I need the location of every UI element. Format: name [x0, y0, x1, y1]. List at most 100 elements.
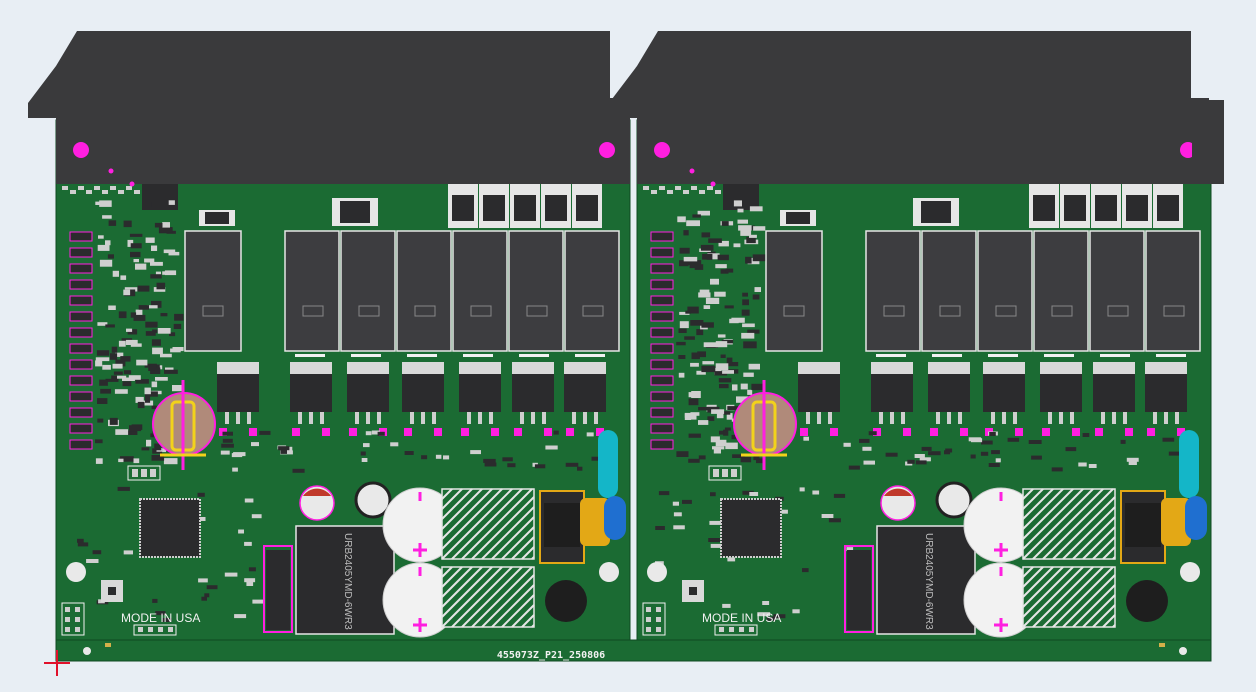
smd-part: [703, 305, 711, 309]
smd-part: [676, 341, 686, 346]
smd-part: [703, 342, 716, 348]
smd-part: [752, 254, 766, 262]
terminal-hatch: [1022, 488, 1084, 550]
rail-fiducial: [83, 647, 91, 655]
smd-part: [679, 247, 690, 254]
mosfet-tab: [564, 362, 606, 374]
smd-part: [173, 323, 182, 329]
pin-header: [714, 624, 758, 636]
smd-part: [139, 400, 154, 406]
pin-header: [133, 624, 177, 636]
smd-part: [151, 339, 161, 346]
pin-header: [642, 602, 666, 636]
terminal-hatch: [1022, 488, 1074, 540]
electrolytic-cap-band: [303, 488, 331, 496]
relay: [865, 230, 921, 352]
smd-part: [1120, 439, 1126, 444]
mosfet-lead: [366, 412, 370, 424]
relay-label-box: [358, 305, 380, 317]
smd-part: [221, 443, 234, 448]
relay: [1089, 230, 1145, 352]
pin-header-pin: [65, 617, 70, 622]
terminal-hatch: [451, 488, 523, 560]
header-outline: [708, 465, 742, 481]
pin-header-pin: [65, 607, 70, 612]
smd-part: [722, 370, 734, 374]
smd-part: [1082, 433, 1090, 437]
rail-pad: [1159, 643, 1165, 647]
smd-part: [843, 442, 851, 447]
smd-pad: [78, 186, 84, 190]
smd-part: [251, 442, 259, 447]
pin-header-pin: [749, 627, 754, 632]
fuse-small: [786, 212, 810, 224]
terminal-switch-body: [545, 195, 567, 221]
smd-part: [708, 238, 722, 243]
silk-mark: [1156, 354, 1186, 357]
led: [650, 343, 674, 354]
pin-header-pin: [168, 627, 173, 632]
smd-part: [117, 486, 130, 491]
smd-part: [144, 201, 152, 208]
relay-label-box: [202, 305, 224, 317]
electrolytic-cap: [935, 481, 973, 519]
smd-part: [151, 381, 158, 388]
smd-part: [232, 467, 238, 472]
pin-header-pin: [65, 627, 70, 632]
smd-part: [162, 271, 170, 275]
smd-part: [1128, 461, 1137, 465]
test-point: [830, 428, 838, 436]
led: [69, 359, 93, 370]
smd-part: [95, 458, 103, 464]
mosfet-lead: [936, 412, 940, 424]
terminal-hatch: [1052, 566, 1114, 628]
terminal-switch-body: [1064, 195, 1086, 221]
board-label: 455073Z_P21_250806: [497, 650, 605, 661]
smd-part: [135, 263, 147, 270]
smd-part: [702, 253, 713, 260]
terminal-hatch: [441, 566, 453, 578]
pin-header: [61, 602, 85, 636]
smd-part: [713, 448, 721, 454]
smd-part: [686, 220, 700, 227]
terminal-hatch: [511, 536, 535, 560]
smd-part: [792, 609, 800, 614]
smd-part: [152, 598, 158, 603]
smd-part: [145, 396, 151, 403]
smd-part: [105, 324, 115, 328]
terminal-hatch: [511, 604, 535, 628]
mosfet-lead: [298, 412, 302, 424]
smd-part: [145, 321, 158, 328]
smd-part: [719, 430, 726, 435]
smd-part: [149, 364, 156, 371]
terminal-hatch: [1022, 488, 1064, 530]
smd-part: [577, 466, 583, 471]
smd-part: [553, 430, 559, 435]
smd-part: [715, 439, 727, 447]
terminal-switch-body: [1095, 195, 1117, 221]
smd-pad: [134, 190, 140, 194]
led: [69, 327, 93, 338]
terminal-hatch: [1032, 566, 1094, 628]
smd-part: [122, 381, 132, 387]
smd-part: [174, 313, 184, 321]
smd-part: [1162, 437, 1175, 442]
smd-part: [846, 547, 854, 552]
smd-part: [151, 245, 158, 251]
smd-part: [715, 341, 728, 348]
smd-part: [709, 520, 722, 525]
led: [650, 359, 674, 370]
smd-part: [753, 226, 766, 231]
led: [650, 231, 674, 242]
smd-part: [738, 225, 752, 231]
smd-part: [96, 350, 110, 356]
test-point: [596, 428, 604, 436]
fuse-small: [205, 212, 229, 224]
led: [69, 343, 93, 354]
relay: [921, 230, 977, 352]
smd-part: [688, 260, 702, 265]
mosfet: [1093, 374, 1135, 412]
smd-part: [989, 432, 996, 436]
